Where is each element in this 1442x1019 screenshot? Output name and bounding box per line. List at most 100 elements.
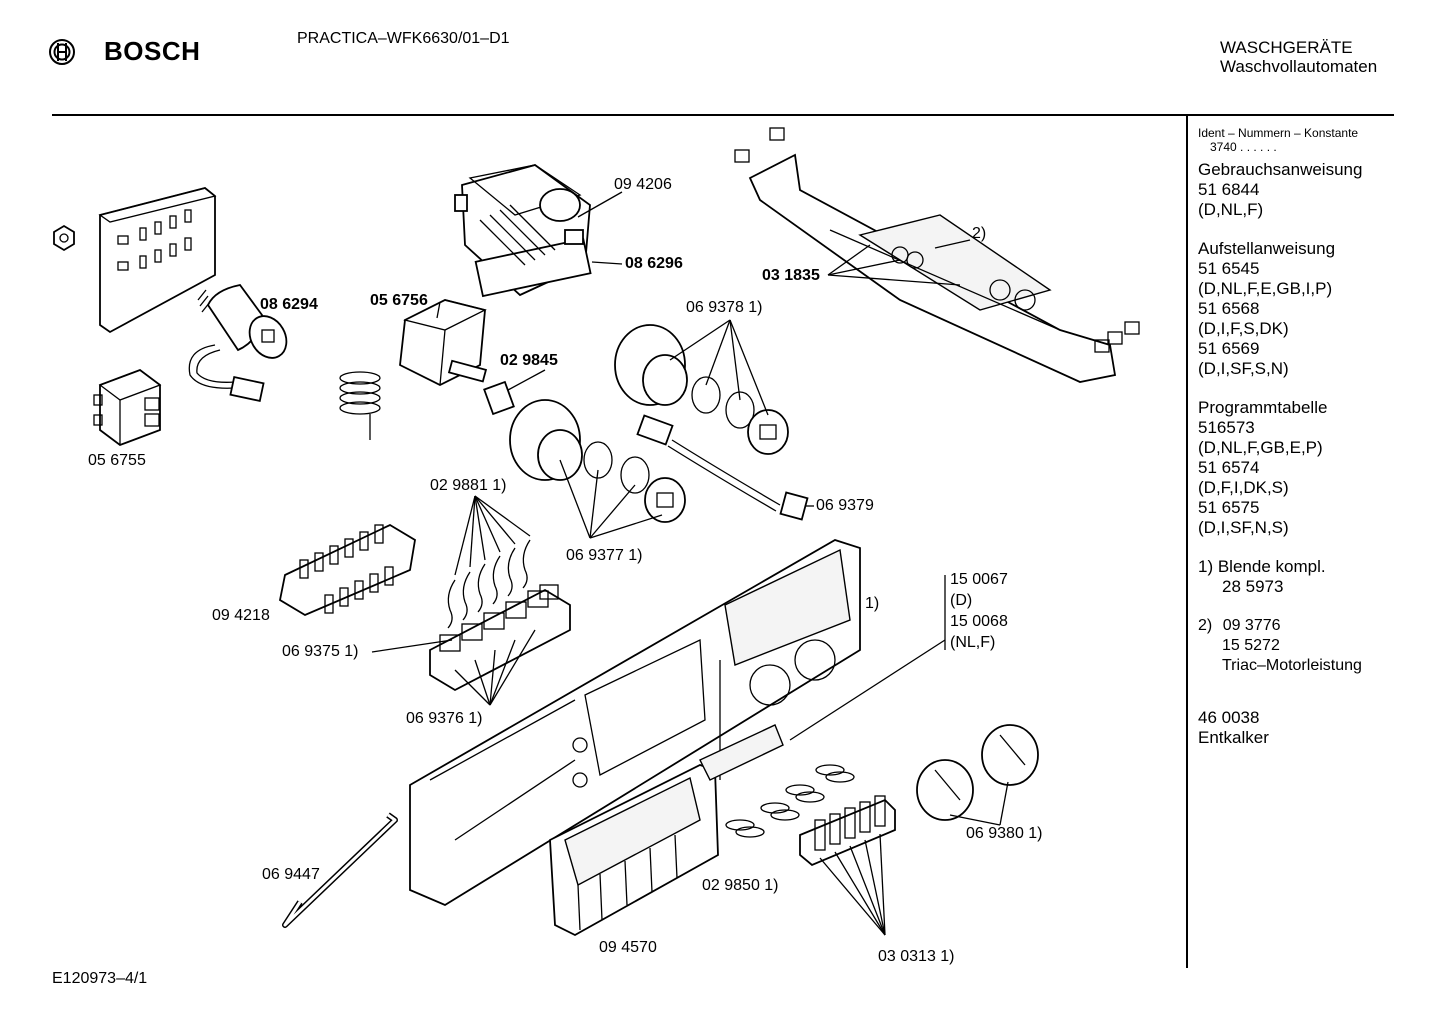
aufstell-item: 51 6568 — [1198, 299, 1260, 318]
part-label: 1) — [865, 595, 880, 612]
aufstell-title: Aufstellanweisung — [1198, 239, 1336, 258]
part-variant: (D) — [950, 592, 973, 609]
part-label: 02 9845 — [500, 352, 558, 369]
control-board-icon — [734, 127, 1140, 383]
knob-shaft-icon — [644, 409, 789, 523]
ident-value: 3740 . . . . . . — [1210, 140, 1277, 154]
note2-first-row: 2) 09 3776 — [1198, 616, 1362, 636]
gebrauch-item: 51 6844 — [1198, 180, 1260, 199]
part-label: 03 0313 1) — [878, 948, 955, 965]
programm-item: 516573 — [1198, 418, 1255, 437]
part-label: 02 9850 1) — [702, 877, 779, 894]
selector-knob-icon — [916, 724, 1039, 821]
part-number: 15 0068 — [950, 613, 1008, 630]
programm-item: (D,I,SF,N,S) — [1198, 518, 1289, 537]
gebrauch-item: (D,NL,F) — [1198, 200, 1264, 219]
header-rule — [52, 114, 1394, 116]
part-label: 08 6296 — [625, 255, 683, 272]
ident-label: Ident – Nummern – Konstante — [1198, 126, 1359, 140]
hinge-bar-icon — [282, 812, 398, 928]
capacitor-icon — [188, 284, 288, 402]
note2-item: 09 3776 — [1222, 617, 1281, 634]
part-label: 2) — [972, 225, 987, 242]
bosch-logo-icon — [48, 38, 76, 71]
front-panel-icon — [409, 539, 861, 907]
part-label: 03 1835 — [762, 267, 820, 284]
transformer-icon — [93, 368, 162, 447]
brand-name: BOSCH — [104, 36, 201, 66]
leader-lines-031835 — [827, 239, 971, 286]
note2-item: 15 5272 — [1222, 637, 1280, 654]
leader-lines-069380 — [949, 781, 1009, 826]
part-variant: (NL,F) — [950, 634, 996, 651]
indicator-lamp-icon — [725, 764, 855, 838]
exploded-parts-diagram — [53, 127, 1140, 937]
programm-title: Programmtabelle — [1198, 398, 1328, 417]
note1-section: 1) Blende kompl. 28 5973 — [1198, 557, 1362, 597]
category-line-2: Waschvollautomaten — [1220, 57, 1378, 76]
gebrauch-section: Gebrauchsanweisung 51 6844 (D,NL,F) — [1198, 160, 1362, 220]
aufstell-item: 51 6569 — [1198, 339, 1260, 358]
hex-nut-icon — [53, 224, 75, 252]
indicator-strip-icon — [699, 724, 784, 781]
cable-connector-icon — [636, 414, 809, 521]
part-label: 05 6756 — [370, 292, 428, 309]
part-label: 06 9380 1) — [966, 825, 1043, 842]
leader-lines-069378 — [669, 319, 769, 416]
part-label: 06 9379 — [816, 497, 874, 514]
part-label: 09 4570 — [599, 939, 657, 956]
note2-section: 2) 09 3776 15 5272 Triac–Motorleistung — [1198, 616, 1362, 676]
extra-number: 46 0038 — [1198, 708, 1260, 727]
extra-label: Entkalker — [1198, 728, 1269, 747]
aufstell-item: (D,I,SF,S,N) — [1198, 359, 1289, 378]
part-label: 06 9377 1) — [566, 547, 643, 564]
programm-item: (D,NL,F,GB,E,P) — [1198, 438, 1323, 457]
leader-line — [577, 191, 623, 218]
model-title: PRACTICA–WFK6630/01–D1 — [297, 30, 510, 47]
leader-lines-069377 — [559, 459, 663, 539]
knob-cap-icon — [614, 324, 688, 406]
display-cover-icon — [549, 764, 719, 937]
aufstell-section: Aufstellanweisung 51 6545 (D,NL,F,E,GB,I… — [1198, 239, 1362, 379]
aufstell-item: 51 6545 — [1198, 259, 1260, 278]
note2-item: Triac–Motorleistung — [1222, 657, 1362, 674]
leader-lines-030313 — [819, 833, 886, 936]
sidebar-divider — [1186, 116, 1188, 968]
leader-line — [371, 639, 453, 653]
extra-section: 46 0038 Entkalker — [1198, 708, 1362, 748]
part-label: 05 6755 — [88, 452, 146, 469]
programm-item: 51 6575 — [1198, 498, 1260, 517]
leader-line — [591, 261, 623, 265]
note2-marker: 2) — [1198, 617, 1213, 634]
leader-line — [507, 369, 546, 391]
leader-line — [436, 301, 441, 319]
part-label: 06 9376 1) — [406, 710, 483, 727]
part-label: 08 6294 — [260, 296, 318, 313]
part-label: 06 9375 1) — [282, 643, 359, 660]
leader-lines-150067 — [789, 575, 946, 741]
leader-lines-069376 — [454, 629, 536, 706]
programm-section: Programmtabelle 516573 (D,NL,F,GB,E,P) 5… — [1198, 398, 1362, 538]
programm-item: 51 6574 — [1198, 458, 1260, 477]
programm-item: (D,F,I,DK,S) — [1198, 478, 1289, 497]
button-block-icon — [278, 523, 416, 617]
motor-unit-icon — [454, 164, 592, 298]
part-label: 09 4218 — [212, 607, 270, 624]
knob-cap-icon — [509, 399, 583, 481]
category-title: WASCHGERÄTE Waschvollautomaten — [1220, 38, 1377, 76]
note1-value: 28 5973 — [1222, 577, 1284, 596]
programmer-switch-icon — [339, 299, 488, 440]
mounting-bracket-icon — [98, 187, 217, 334]
leader-lines-029881 — [454, 495, 531, 576]
lamp-socket-icon — [799, 795, 896, 867]
contact-spring-icon — [447, 539, 531, 629]
knob-ring-icon — [583, 376, 755, 494]
gebrauch-title: Gebrauchsanweisung — [1198, 160, 1363, 179]
part-label: 09 4206 — [614, 176, 672, 193]
aufstell-item: (D,I,F,S,DK) — [1198, 319, 1289, 338]
aufstell-item: (D,NL,F,E,GB,I,P) — [1198, 279, 1333, 298]
note1-text: 1) Blende kompl. — [1198, 557, 1326, 576]
part-label: 15 0067 (D) 15 0068 (NL,F) — [950, 569, 1008, 653]
category-line-1: WASCHGERÄTE — [1220, 38, 1353, 57]
sidebar: Ident – Nummern – Konstante 3740 . . . .… — [1198, 126, 1362, 748]
